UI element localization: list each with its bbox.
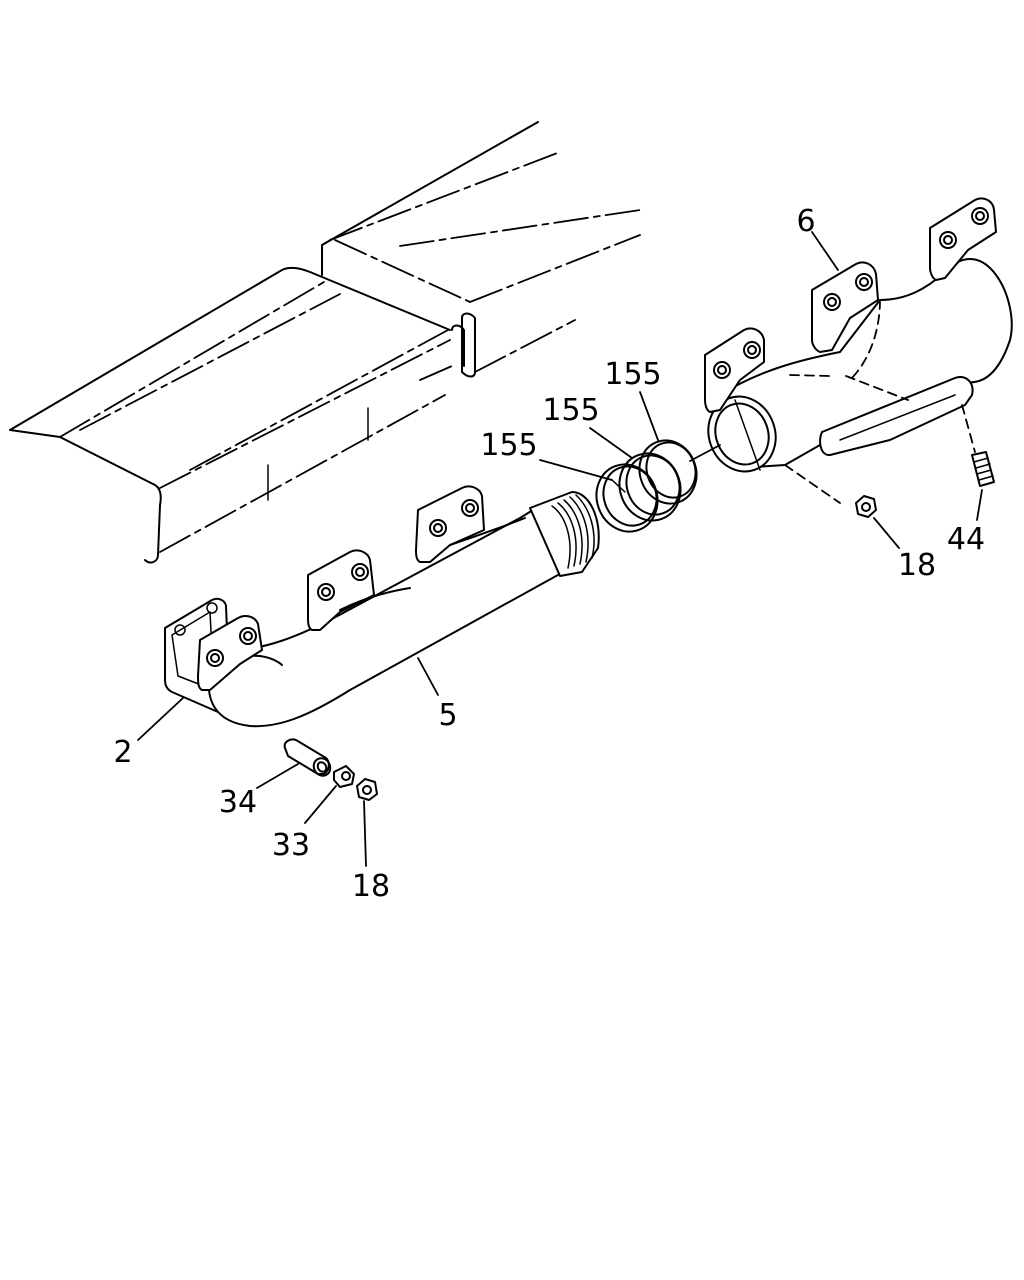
callout-155-2: 155	[542, 393, 599, 428]
sleeve-part-34	[283, 738, 332, 777]
callout-2: 2	[113, 735, 132, 770]
nut-lower-part-18	[356, 778, 378, 801]
exhaust-manifold-front-part-5	[197, 485, 600, 728]
callout-155-1: 155	[480, 428, 537, 463]
nut-upper-part-18	[855, 495, 877, 518]
cylinder-head-outline	[9, 121, 641, 564]
callout-18-upper: 18	[898, 548, 936, 583]
stud-part-44	[961, 404, 995, 487]
callout-155-3: 155	[604, 357, 661, 392]
callout-18-lower: 18	[352, 869, 390, 904]
callout-34: 34	[219, 785, 257, 820]
spacer-part-33	[333, 765, 355, 788]
callout-33: 33	[272, 828, 310, 863]
callout-6: 6	[796, 204, 815, 239]
callout-5: 5	[438, 698, 457, 733]
exhaust-manifold-rear-part-6	[704, 197, 1013, 504]
seal-ring-3-part-155	[638, 439, 698, 505]
callout-44: 44	[947, 522, 985, 557]
leader-lines	[137, 231, 983, 867]
